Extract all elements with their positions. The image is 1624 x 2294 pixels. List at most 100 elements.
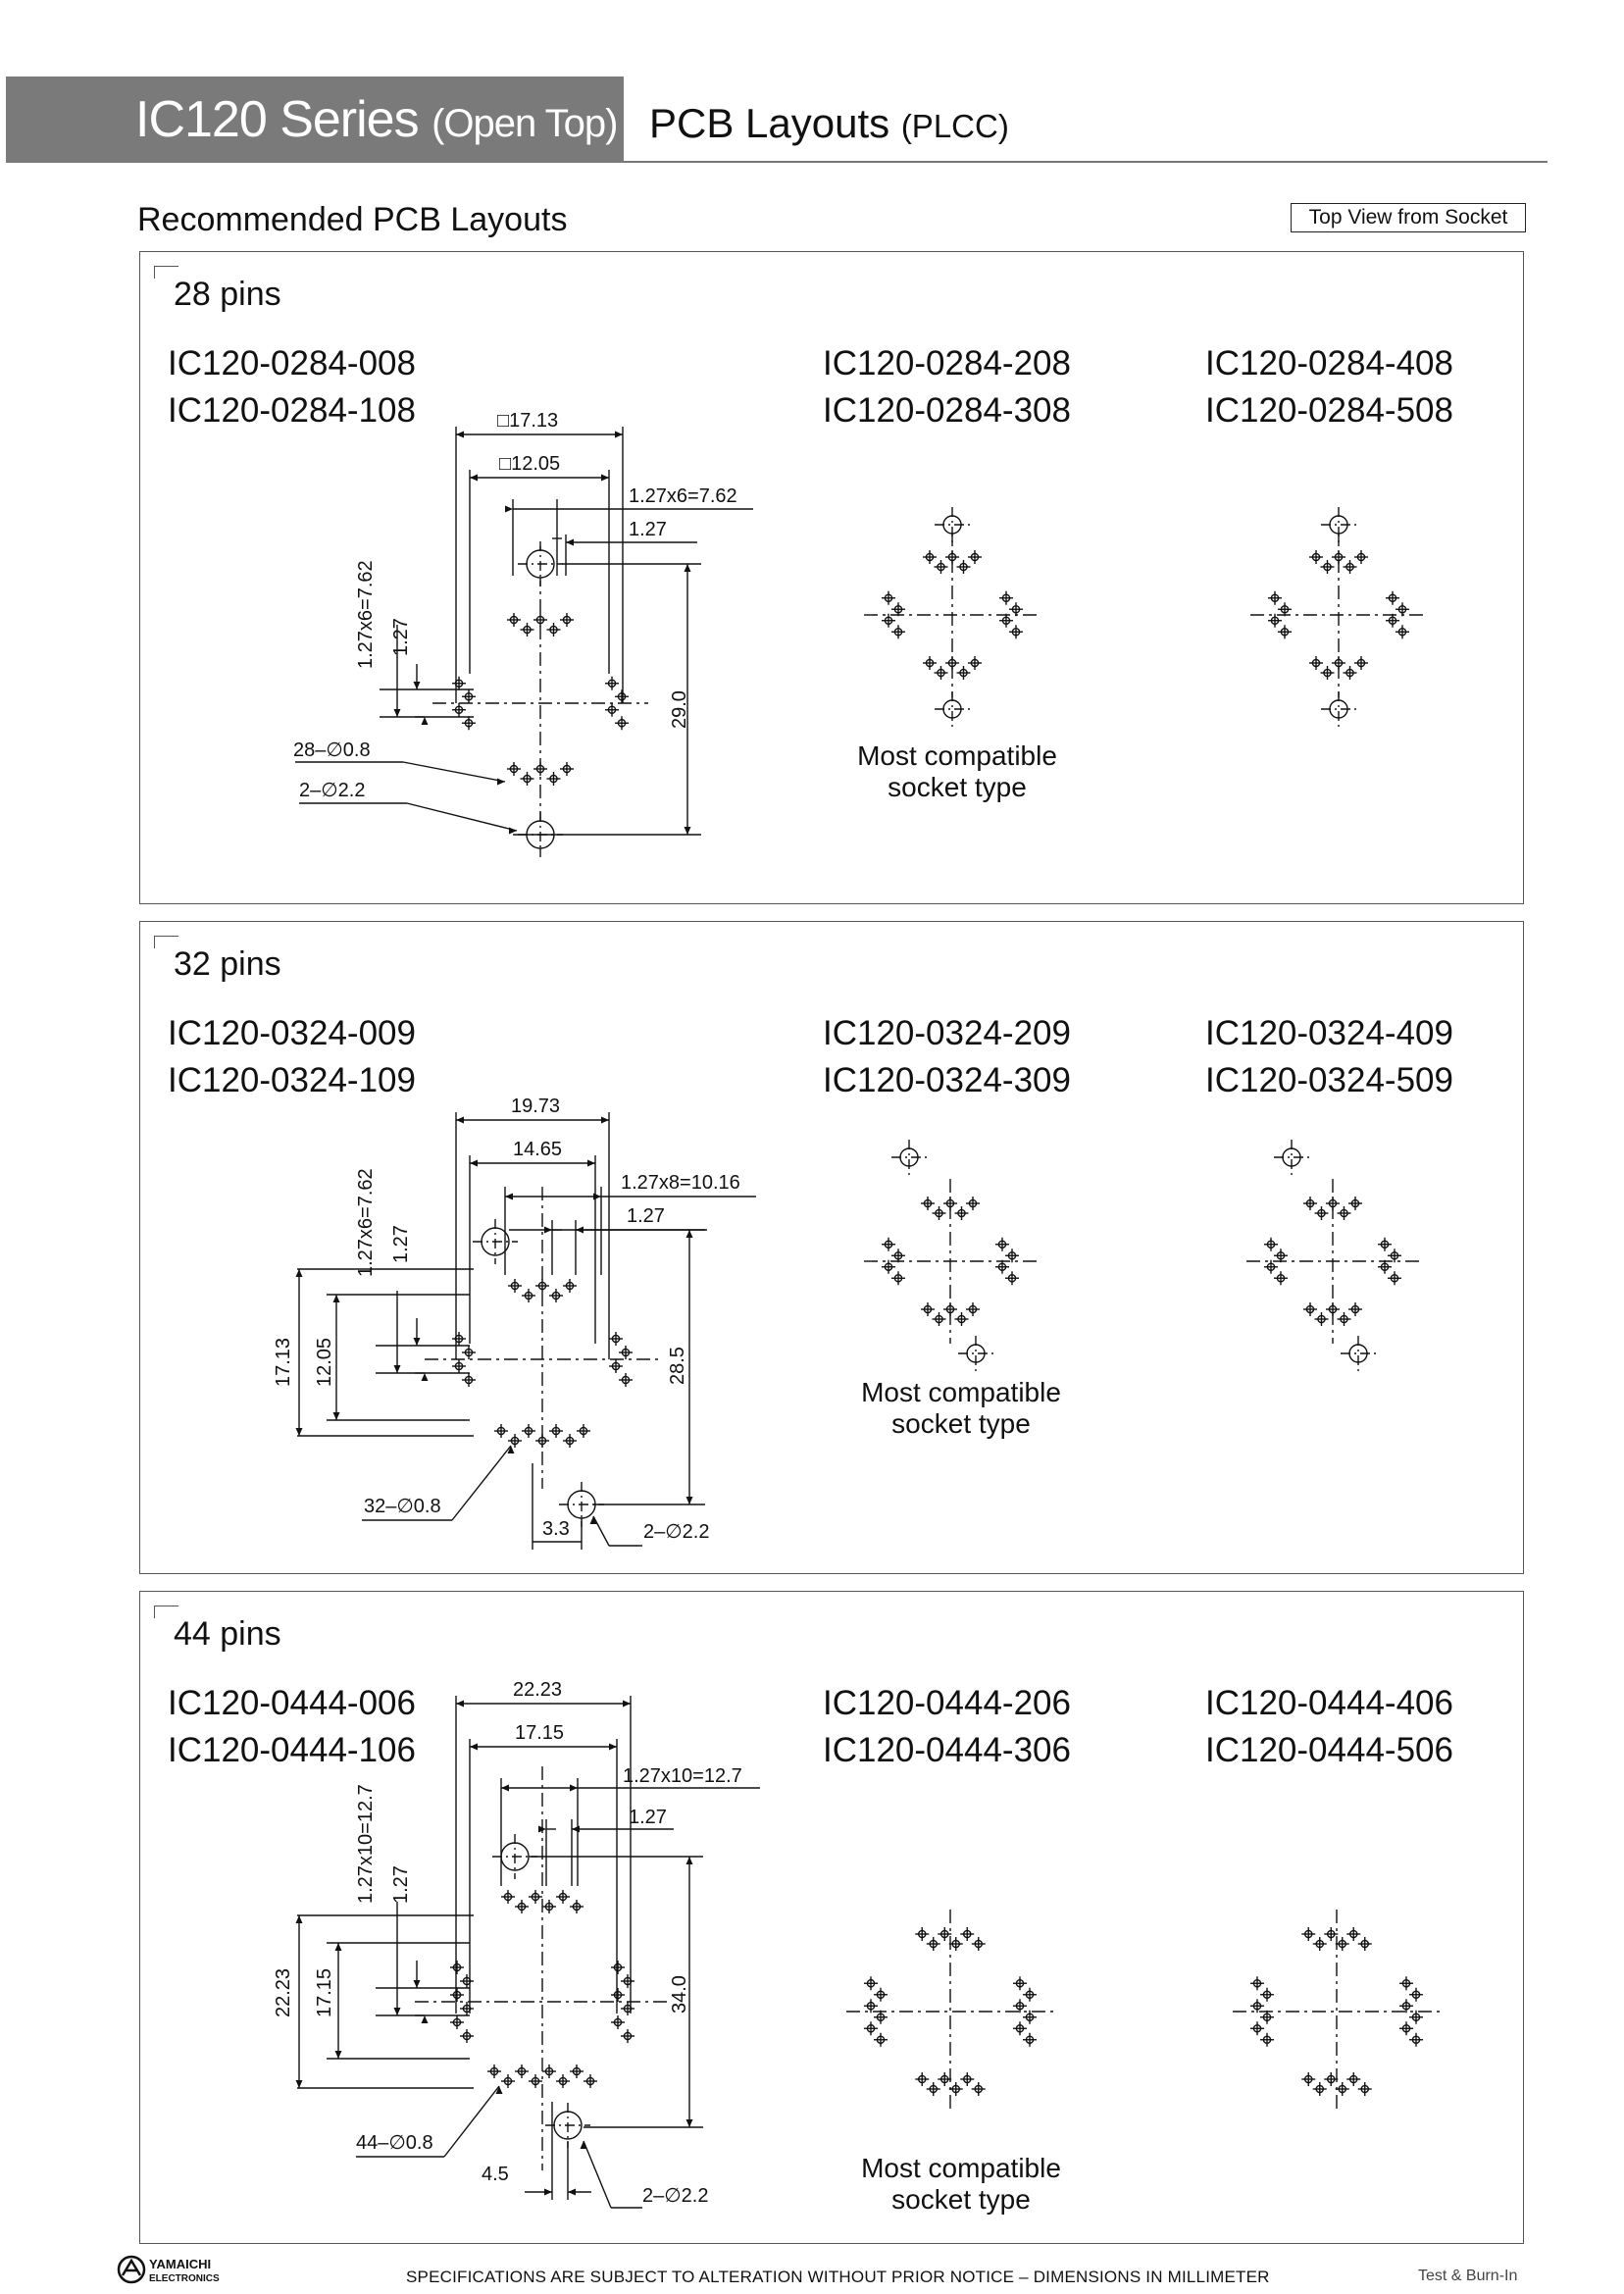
note-line: socket type	[891, 2184, 1031, 2215]
dim-arrowhead	[505, 505, 513, 513]
dim-arrowhead	[593, 1193, 601, 1200]
dim-arrowhead	[332, 1412, 340, 1420]
pin-count-label: 28 pins	[174, 276, 281, 313]
dim-span-v: 1.27x6=7.62	[355, 560, 377, 669]
dim-arrowhead	[456, 1700, 464, 1708]
dim-line	[583, 2140, 612, 2209]
dim-arrowhead	[456, 431, 464, 438]
dim-arrowhead	[413, 1338, 421, 1346]
series-name: IC120 Series	[135, 91, 420, 148]
dim-arrowhead	[413, 1980, 421, 1988]
part-number: IC120-0444-106	[168, 1731, 416, 1769]
part-numbers-left: IC120-0324-009 IC120-0324-109	[168, 1010, 416, 1104]
dim-arrowhead	[568, 2188, 576, 2196]
pcb-drawings-44: 22.23 17.15 1.27x10=12.7 1.27 1.27x10=12…	[273, 1679, 1441, 2209]
dim-arrowhead	[421, 1373, 429, 1381]
dim-span-v: 1.27x6=7.62	[355, 1168, 377, 1277]
dim-arrowhead	[470, 1159, 478, 1167]
dim-arrowhead	[570, 1784, 578, 1792]
dim-arrowhead	[609, 1743, 617, 1751]
part-number: IC120-0284-108	[168, 391, 416, 430]
dim-inner-v: 17.15	[314, 1968, 335, 2017]
dim-arrowhead	[538, 1825, 546, 1833]
part-number: IC120-0324-109	[168, 1061, 416, 1099]
part-number: IC120-0284-308	[823, 391, 1071, 430]
dim-arrowhead	[497, 778, 505, 786]
dim-arrowhead	[393, 2008, 401, 2015]
dim-pitch-v: 1.27	[390, 1225, 412, 1263]
corner-mark	[154, 266, 178, 279]
part-number: IC120-0324-209	[823, 1014, 1071, 1052]
dim-arrowhead	[685, 1857, 693, 1864]
dim-arrowhead	[501, 1784, 509, 1792]
dim-arrowhead	[684, 827, 691, 835]
pin-count-label: 44 pins	[174, 1615, 281, 1653]
dim-arrowhead	[601, 474, 609, 482]
dim-outer: □17.13	[497, 410, 558, 432]
part-numbers-right: IC120-0444-406 IC120-0444-506	[1205, 1680, 1453, 1774]
dim-arrowhead	[470, 474, 478, 482]
series-variant: (Open Top)	[431, 102, 618, 145]
dim-pitch-h: 1.27	[627, 1205, 665, 1227]
dim-mount-holes: 2–∅2.2	[642, 2185, 708, 2207]
dim-arrowhead	[334, 2051, 342, 2059]
dim-height: 28.5	[667, 1347, 688, 1385]
footer-notice: SPECIFICATIONS ARE SUBJECT TO ALTERATION…	[406, 2268, 1270, 2286]
dim-height: 29.0	[669, 690, 690, 729]
dim-arrowhead	[544, 2188, 552, 2196]
part-number: IC120-0284-508	[1205, 391, 1453, 430]
dim-inner: □12.05	[499, 453, 560, 475]
dim-arrowhead	[456, 1116, 464, 1124]
dim-pin-holes: 28–∅0.8	[293, 739, 371, 761]
series-title: IC120 Series (Open Top)	[135, 90, 618, 149]
part-number: IC120-0444-006	[168, 1684, 416, 1722]
header-rule	[624, 161, 1548, 163]
compat-note: Most compatible socket type	[848, 740, 1066, 803]
part-numbers-left: IC120-0444-006 IC120-0444-106	[168, 1680, 416, 1774]
part-numbers-mid: IC120-0324-209 IC120-0324-309	[823, 1010, 1071, 1104]
part-numbers-mid: IC120-0284-208 IC120-0284-308	[823, 340, 1071, 434]
dim-arrowhead	[685, 1497, 693, 1504]
dim-mount-holes: 2–∅2.2	[643, 1521, 709, 1543]
dim-arrowhead	[684, 564, 691, 572]
dim-outer: 22.23	[513, 1679, 562, 1701]
pcb-drawings-28: □17.13 □12.05 1.27x6=7.62 1.27 1.27x6=7.…	[293, 410, 1427, 857]
yamaichi-logo: YAMAICHI ELECTRONICS	[117, 2255, 220, 2284]
dim-arrowhead	[421, 717, 429, 725]
dim-arrowhead	[685, 1230, 693, 1238]
dim-arrowhead	[685, 2119, 693, 2127]
part-number: IC120-0324-009	[168, 1014, 416, 1052]
part-number: IC120-0284-408	[1205, 344, 1453, 382]
dim-pin-holes: 44–∅0.8	[356, 2132, 433, 2154]
dim-arrowhead	[295, 1269, 303, 1277]
dim-pitch-v: 1.27	[390, 618, 412, 656]
dim-arrowhead	[332, 1295, 340, 1302]
part-number: IC120-0324-509	[1205, 1061, 1453, 1099]
panel-28-pins: 28 pins IC120-0284-008 IC120-0284-108 IC…	[139, 251, 1524, 904]
dim-offset: 4.5	[482, 2164, 509, 2185]
part-number: IC120-0324-409	[1205, 1014, 1453, 1052]
dim-line	[451, 1445, 512, 1521]
dim-arrowhead	[509, 827, 517, 835]
panel-32-pins: 32 pins IC120-0324-009 IC120-0324-109 IC…	[139, 921, 1524, 1574]
dim-outer-v: 22.23	[273, 1968, 294, 2017]
dim-inner: 14.65	[513, 1139, 562, 1160]
dim-arrowhead	[580, 2141, 587, 2149]
dim-span-v: 1.27x10=12.7	[355, 1784, 377, 1904]
note-line: Most compatible	[861, 2153, 1061, 2183]
dim-span: 1.27x10=12.7	[623, 1765, 742, 1787]
dim-arrowhead	[470, 1743, 478, 1751]
logo-line: YAMAICHI	[149, 2257, 211, 2271]
dim-inner-v: 12.05	[314, 1338, 335, 1387]
dim-arrowhead	[295, 2080, 303, 2088]
dim-arrowhead	[572, 1825, 580, 1833]
dim-offset: 3.3	[542, 1518, 570, 1540]
dim-arrowhead	[507, 1446, 515, 1453]
dim-span: 1.27x6=7.62	[629, 485, 737, 507]
dim-arrowhead	[587, 1159, 595, 1167]
dim-arrowhead	[295, 1915, 303, 1923]
dim-pitch-h: 1.27	[629, 1807, 667, 1828]
dim-pitch-h: 1.27	[629, 519, 667, 540]
part-number: IC120-0324-309	[823, 1061, 1071, 1099]
dim-line	[402, 761, 506, 783]
